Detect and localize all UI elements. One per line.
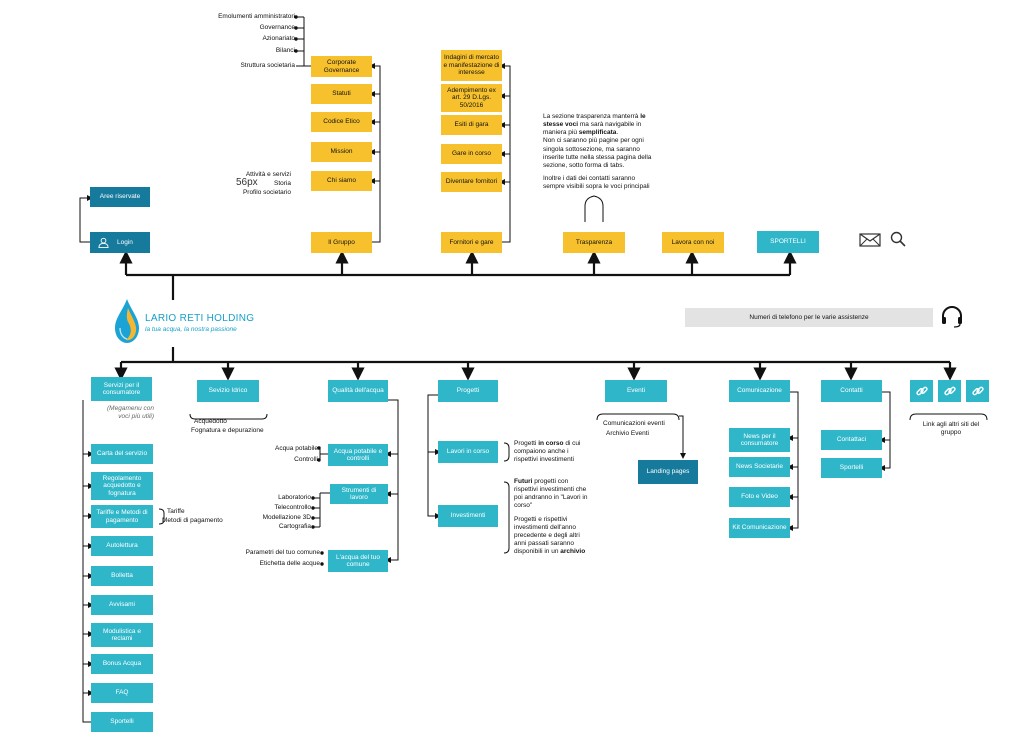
carta-servizio-button[interactable]: Carta del servizio [91, 444, 153, 464]
link-icon [971, 386, 984, 396]
corporate-governance-button[interactable]: Corporate Governance [311, 56, 372, 77]
group-site-link-1[interactable] [910, 380, 933, 402]
link-icon [943, 386, 956, 396]
search-icon[interactable] [890, 231, 906, 252]
strumenti-lavoro-button[interactable]: Strumenti di lavoro [330, 484, 388, 504]
logo-drop-icon [113, 298, 141, 349]
news-consumatore-button[interactable]: News per il consumatore [729, 428, 790, 452]
diventare-fornitori-button[interactable]: Diventare fornitori [441, 172, 502, 192]
corporate-sub-item: Struttura societaria [240, 62, 295, 69]
adempimento-button[interactable]: Adempimento ex art. 29 D.Lgs. 50/2016 [441, 84, 502, 112]
group-site-link-2[interactable] [938, 380, 961, 402]
tariffe-sub-item: Tariffe [167, 508, 185, 515]
faq-button[interactable]: FAQ [91, 683, 153, 703]
strumenti-sub-item: Telecontrollo [274, 504, 312, 511]
potabile-sub-item: Acqua potabile [274, 445, 318, 452]
modulistica-button[interactable]: Modulistica e reclami [91, 623, 153, 647]
logo-title: LARIO RETI HOLDING [145, 313, 255, 324]
contattaci-button[interactable]: Contattaci [821, 430, 882, 450]
news-societarie-button[interactable]: News Societarie [729, 457, 790, 477]
idrico-sub-item: Acquedotto [194, 418, 227, 425]
user-icon [98, 237, 109, 248]
gare-in-corso-button[interactable]: Gare in corso [441, 144, 502, 164]
eventi-sub-item: Comunicazioni eventi [603, 420, 665, 427]
landing-pages-button[interactable]: Landing pages [638, 460, 698, 484]
mission-button[interactable]: Mission [311, 142, 372, 162]
chi-siamo-sub-item: Profilo societario [242, 189, 291, 196]
sportelli-servizi-button[interactable]: Sportelli [91, 712, 153, 732]
acqua-potabile-button[interactable]: Acqua potabile e controlli [328, 444, 388, 466]
servizio-idrico-button[interactable]: Sevizio Idrico [197, 380, 259, 402]
servizi-consumatore-button[interactable]: Servizi per il consumatore [91, 377, 152, 401]
lavori-in-corso-button[interactable]: Lavori in corso [438, 441, 498, 463]
strumenti-sub-item: Cartografia [278, 523, 311, 530]
tariffe-button[interactable]: Tariffe e Metodi di pagamento [91, 505, 153, 528]
eventi-sub-item: Archivio Eventi [606, 430, 649, 437]
bolletta-button[interactable]: Bolletta [91, 566, 153, 586]
foto-video-button[interactable]: Foto e Video [729, 487, 790, 507]
statuti-button[interactable]: Statuti [311, 84, 372, 104]
autolettura-button[interactable]: Autolettura [91, 536, 153, 556]
tariffe-sub-item: Metodi di pagamento [162, 517, 223, 524]
chi-siamo-sub-item: Attività e servizi [245, 171, 291, 178]
group-site-link-3[interactable] [966, 380, 989, 402]
kit-comunicazione-button[interactable]: Kit Comunicazione [729, 518, 790, 538]
corporate-sub-item: Governance [259, 24, 295, 31]
investimenti-button[interactable]: Investimenti [438, 505, 498, 527]
chi-siamo-button[interactable]: Chi siamo [311, 171, 372, 191]
link-icon [915, 386, 928, 396]
esiti-gara-button[interactable]: Esiti di gara [441, 115, 502, 135]
progetti-button[interactable]: Progetti [438, 380, 498, 402]
stray-size-label: 56px [236, 177, 258, 188]
comune-sub-item: Parametri del tuo comune [245, 549, 320, 556]
mail-icon[interactable] [859, 233, 881, 252]
investimenti-note: Futuri progetti con rispettivi investime… [514, 478, 588, 555]
servizi-megamenu-note: (Megamenu con voci più utili) [107, 405, 154, 420]
chi-siamo-sub-item: Storia [274, 180, 291, 187]
potabile-sub-item: Controlli [294, 456, 318, 463]
bonus-acqua-button[interactable]: Bonus Acqua [91, 654, 153, 674]
headset-icon[interactable] [940, 305, 964, 334]
eventi-button[interactable]: Eventi [605, 380, 667, 402]
comunicazione-button[interactable]: Comunicazione [729, 380, 790, 402]
acqua-comune-button[interactable]: L'acqua del tuo comune [328, 550, 388, 572]
lavora-con-noi-button[interactable]: Lavora con noi [662, 232, 724, 253]
aree-riservate-button[interactable]: Aree riservate [90, 187, 150, 207]
trasparenza-button[interactable]: Trasparenza [563, 232, 625, 253]
links-note: Link agli altri siti del gruppo [922, 421, 980, 437]
idrico-sub-item: Fognatura e depurazione [191, 427, 264, 434]
login-label: Login [117, 238, 133, 246]
qualita-acqua-button[interactable]: Qualità dell'acqua [328, 380, 388, 402]
strumenti-sub-item: Modellazione 3D [262, 514, 311, 521]
corporate-sub-item: Emolumenti amministratori [218, 13, 295, 20]
phone-numbers-bar: Numeri di telefono per le varie assisten… [685, 308, 933, 327]
login-button[interactable]: Login [90, 232, 150, 253]
avvisami-button[interactable]: Avvisami [91, 595, 153, 615]
strumenti-sub-item: Laboratorio [278, 494, 311, 501]
codice-etico-button[interactable]: Codice Etico [311, 112, 372, 132]
contatti-button[interactable]: Contatti [821, 380, 882, 402]
logo-subtitle: la tua acqua, la nostra passione [145, 326, 237, 333]
sportelli-contatti-button[interactable]: Sportelli [821, 458, 882, 478]
trasparenza-note: La sezione trasparenza manterrà le stess… [543, 113, 652, 190]
corporate-sub-item: Bilanci [275, 47, 295, 54]
corporate-sub-item: Azionariato [262, 35, 295, 42]
regolamento-button[interactable]: Regolamento acquedotto e fognatura [91, 472, 153, 500]
il-gruppo-button[interactable]: Il Gruppo [311, 232, 372, 253]
indagini-mercato-button[interactable]: Indagini di mercato e manifestazione di … [441, 50, 502, 81]
fornitori-gare-button[interactable]: Fornitori e gare [441, 232, 502, 253]
comune-sub-item: Etichetta delle acque [259, 560, 320, 567]
lavori-note: Progetti in corso di cui compaiono anche… [514, 440, 581, 464]
sportelli-top-button[interactable]: SPORTELLI [757, 231, 819, 253]
